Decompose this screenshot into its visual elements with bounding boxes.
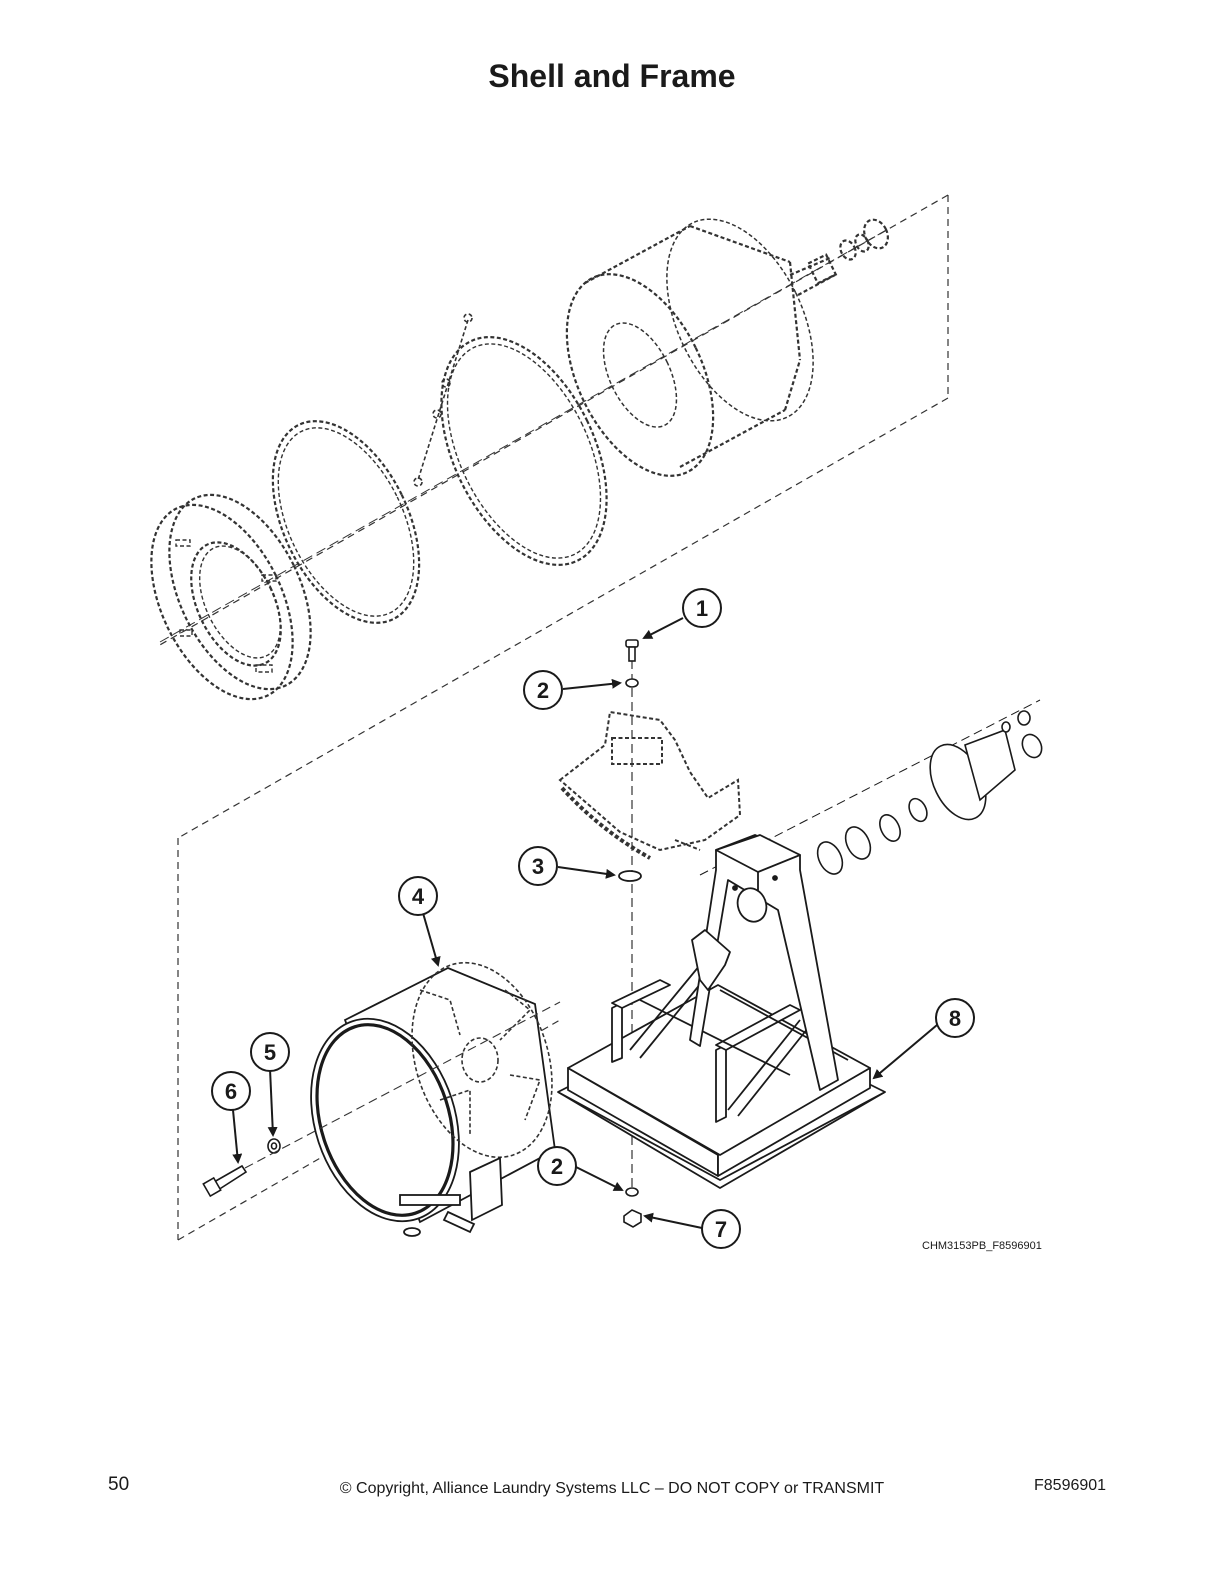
callout-2-top: 2 [523, 670, 563, 710]
svg-text:3: 3 [532, 854, 544, 879]
callout-1: 1 [682, 588, 722, 628]
svg-text:7: 7 [715, 1217, 727, 1242]
callout-3: 3 [518, 846, 558, 886]
callout-4: 4 [398, 876, 438, 916]
leader-arrows [232, 617, 938, 1229]
svg-text:4: 4 [412, 884, 425, 909]
callout-6: 6 [211, 1071, 251, 1111]
part-4-shell [310, 961, 556, 1237]
callout-8: 8 [935, 998, 975, 1038]
part-7-nut [623, 1209, 642, 1228]
side-assembly-axis [244, 1001, 561, 1169]
copyright-notice: © Copyright, Alliance Laundry Systems LL… [339, 1480, 885, 1497]
svg-text:6: 6 [225, 1079, 237, 1104]
part-6-bolt [202, 1164, 248, 1198]
drawing-code: CHM3153PB_F8596901 [922, 1240, 1042, 1252]
part-2-washer-bottom [625, 1187, 639, 1197]
bearing-housing-hidden [558, 710, 742, 860]
part-1-bolt [625, 639, 639, 662]
document-id: F8596901 [1034, 1477, 1107, 1494]
svg-text:1: 1 [696, 596, 708, 621]
page-number: 50 [108, 1474, 130, 1495]
svg-text:2: 2 [551, 1154, 563, 1179]
part-5-washer [267, 1138, 281, 1154]
ring-gasket-large [440, 336, 608, 566]
callout-2-bottom: 2 [537, 1146, 577, 1186]
svg-text:2: 2 [537, 678, 549, 703]
part-3-washer [618, 870, 642, 882]
callouts: 1 2 3 4 5 6 2 7 [211, 588, 975, 1249]
part-2-washer-top [625, 678, 639, 688]
callout-7: 7 [701, 1209, 741, 1249]
ring-gasket-medium [271, 420, 421, 624]
svg-text:5: 5 [264, 1040, 276, 1065]
callout-5: 5 [250, 1032, 290, 1072]
clamp-bolt-hidden [413, 313, 473, 487]
page-title: Shell and Frame [488, 58, 736, 94]
front-panel-hidden [150, 493, 312, 701]
basket-cylinder-hidden [565, 218, 889, 477]
part-8-frame [557, 834, 886, 1189]
svg-text:8: 8 [949, 1006, 961, 1031]
upper-hidden-assembly [150, 218, 891, 701]
